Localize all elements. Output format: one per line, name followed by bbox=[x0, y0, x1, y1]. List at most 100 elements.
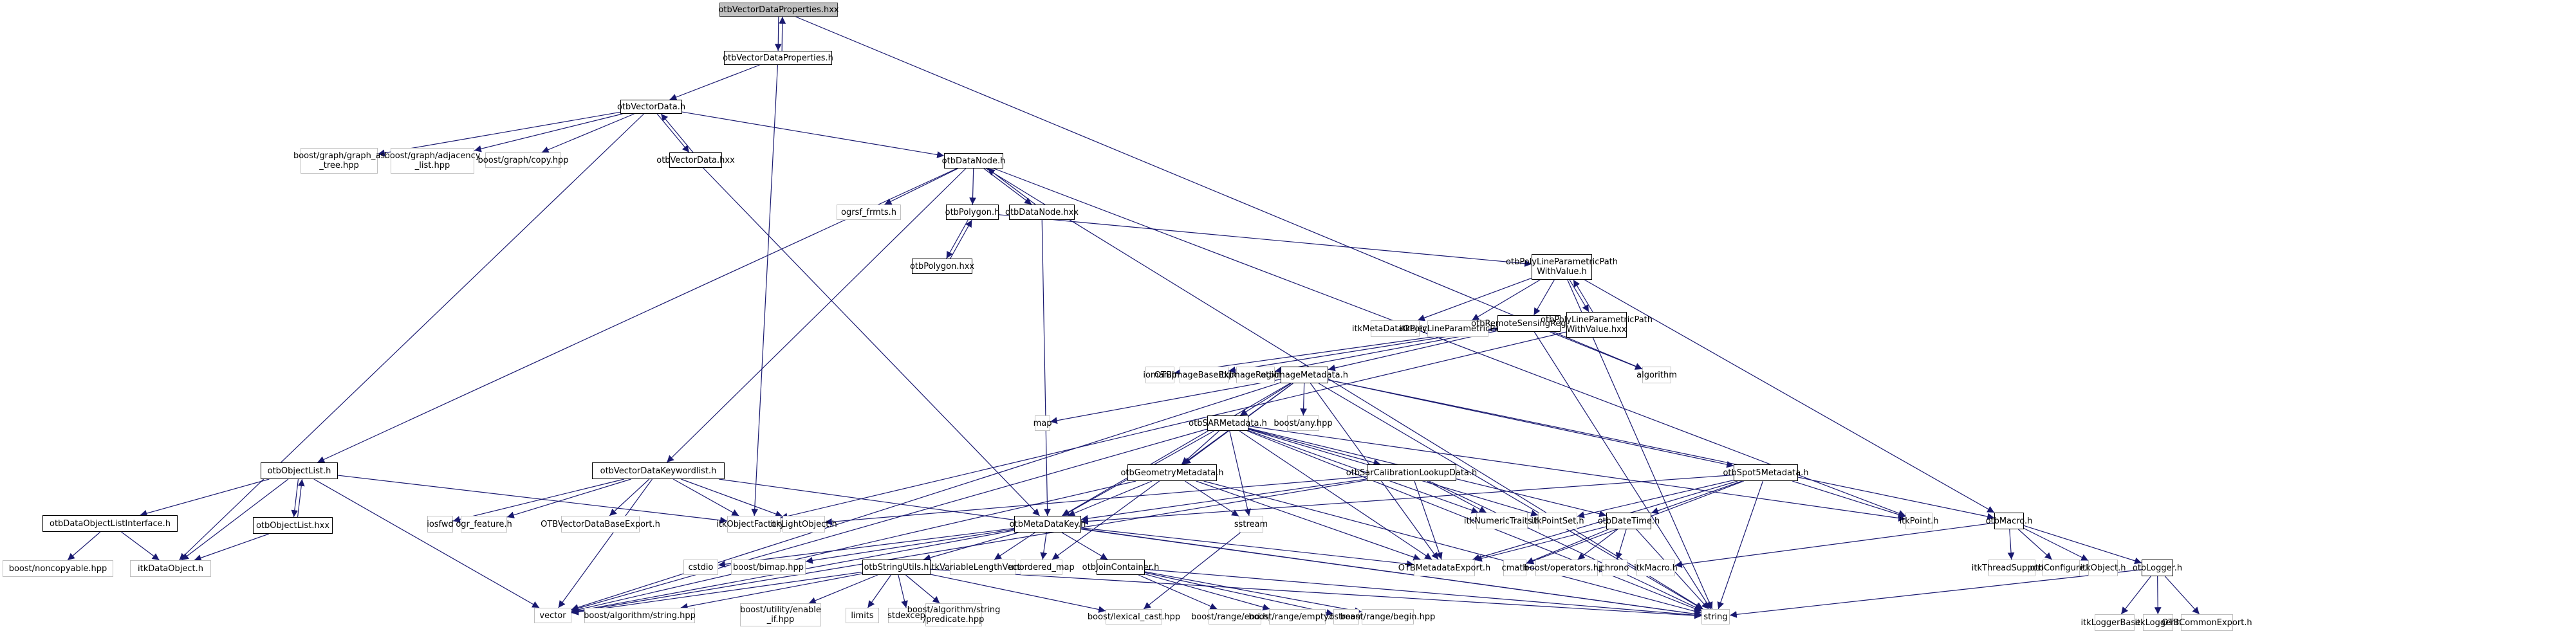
edge-otbvectordata-hxx-to-otbmetadatakey-h bbox=[703, 167, 1040, 516]
node-otbdatanode-hxx[interactable]: otbDataNode.hxx bbox=[1005, 205, 1079, 220]
node-otbsarcalibrationlookupdata-h[interactable]: otbSarCalibrationLookupData.h bbox=[1346, 464, 1477, 481]
node-itklightobject-h: itkLightObject.h bbox=[770, 516, 837, 533]
node-otbdatetime-h[interactable]: otbDateTime.h bbox=[1598, 513, 1660, 529]
edge-otbmetadatakey-h-to-otbjoincontainer-h bbox=[1061, 532, 1108, 560]
node-otbmacro-h[interactable]: otbMacro.h bbox=[1986, 513, 2032, 529]
edge-otbjoincontainer-h-to-boost-range-begin-hpp bbox=[1144, 571, 1362, 614]
edge-otbsarmetadata-h-to-string bbox=[1246, 430, 1702, 612]
node-otbmetadatakey-h[interactable]: otbMetaDataKey.h bbox=[1010, 516, 1086, 533]
edge-otblogger-h-to-itkloggerbase-h bbox=[2120, 576, 2151, 615]
edge-otbstringutils-h-to-boost-lexical-cast-hpp bbox=[930, 574, 1106, 613]
node-otbpolygon-h[interactable]: otbPolygon.h bbox=[945, 205, 999, 220]
edge-otbsarcalibrationlookupdata-h-to-otbmetadatakey-h bbox=[1080, 479, 1367, 522]
node-boost-noncopyable-hpp: boost/noncopyable.hpp bbox=[3, 560, 113, 577]
node-otbspot5metadata-h[interactable]: otbSpot5Metadata.h bbox=[1723, 464, 1809, 481]
edge-otbspot5metadata-h-to-itkpointset-h bbox=[1577, 480, 1734, 518]
node-otbvectordata-hxx[interactable]: otbVectorData.hxx bbox=[656, 152, 735, 168]
node-otbvectordataproperties-h[interactable]: otbVectorDataProperties.h bbox=[723, 51, 833, 65]
edge-otbvectordataproperties-h-to-itkobjectfactory-h bbox=[751, 64, 779, 516]
edge-otbstringutils-h-to-vector bbox=[571, 571, 863, 615]
edge-otbmacro-h-to-otblogger-h bbox=[2023, 525, 2142, 565]
edge-otbpolygon-h-to-otbpolylineparametricpath-withvalue-h bbox=[998, 214, 1532, 268]
edge-otbgeometrymetadata-h-to-sstream bbox=[1185, 480, 1239, 517]
edge-otbpolylineparametricpath-withvalue-hxx-to-otbpolylineparametricpath-withvalue-h bbox=[1573, 279, 1593, 313]
edge-otbdataobjectlistinterface-h-to-boost-noncopyable-hpp bbox=[67, 531, 101, 561]
node-otbmetadataexport-h: OTBMetadataExport.h bbox=[1398, 560, 1490, 576]
node-otbpolygon-hxx[interactable]: otbPolygon.hxx bbox=[910, 259, 974, 274]
edge-otbimagemetadata-h-to-otbsarmetadata-h bbox=[1239, 383, 1292, 416]
node-boost-range-end-hpp: boost/range/end.hpp bbox=[1191, 609, 1279, 624]
node-otbobjectlist-hxx[interactable]: otbObjectList.hxx bbox=[253, 517, 333, 534]
node-boost-graph-adjacency-list-hpp: boost/graph/adjacency _list.hpp bbox=[385, 148, 480, 174]
edge-otbsarmetadata-h-to-sstream bbox=[1229, 430, 1251, 516]
edge-otbvectordata-h-to-boost-graph-copy-hpp bbox=[541, 113, 635, 153]
node-otbstringutils-h[interactable]: otbStringUtils.h bbox=[862, 560, 931, 575]
node-limits: limits bbox=[846, 608, 879, 623]
edge-otbmacro-h-to-itkobject-h bbox=[2023, 527, 2089, 561]
edge-otbvectordata-h-to-boost-graph-adjacency-list-hpp bbox=[474, 113, 623, 152]
edge-otbimagemetadata-h-to-vector bbox=[571, 382, 1281, 611]
edge-otbobjectlist-hxx-to-itkdataobject-h bbox=[194, 533, 270, 561]
edge-otbobjectlist-h-to-itkdataobject-h bbox=[181, 479, 289, 561]
node-itklogger-h: itkLogger.h bbox=[2135, 614, 2182, 631]
edge-otbspot5metadata-h-to-otbdatetime-h bbox=[1651, 480, 1743, 515]
node-otbpolylineparametricpath-withvalue-hxx[interactable]: otbPolyLineParametricPath WithValue.hxx bbox=[1541, 312, 1653, 338]
node-otbjoincontainer-h[interactable]: otbJoinContainer.h bbox=[1082, 560, 1159, 575]
node-otbgeometrymetadata-h[interactable]: otbGeometryMetadata.h bbox=[1120, 464, 1224, 481]
node-boost-utility-enable-if-hpp: boost/utility/enable _if.hpp bbox=[740, 603, 821, 626]
edge-otbjoincontainer-h-to-string bbox=[1144, 569, 1702, 619]
node-otbobjectlist-h[interactable]: otbObjectList.h bbox=[261, 462, 338, 479]
node-boost-operators-hpp: boost/operators.hpp bbox=[1524, 560, 1609, 576]
edge-otbstringutils-h-to-stdexcept bbox=[898, 574, 908, 608]
node-otbdatanode-h[interactable]: otbDataNode.h bbox=[942, 153, 1005, 169]
edge-otbdataobjectlistinterface-h-to-itkdataobject-h bbox=[121, 531, 160, 561]
edge-otbjoincontainer-h-to-boost-range-empty-hpp bbox=[1144, 573, 1270, 611]
node-otbsarmetadata-h[interactable]: otbSARMetadata.h bbox=[1189, 415, 1267, 431]
edge-otbgeometrymetadata-h-to-string bbox=[1203, 480, 1702, 615]
edge-otbjoincontainer-h-to-boost-range-end-hpp bbox=[1138, 574, 1218, 610]
node-boost-any-hpp: boost/any.hpp bbox=[1274, 415, 1333, 431]
edge-otbvectordatakeywordlist-h-to-otbvectordatabaseexport-h bbox=[609, 479, 650, 516]
edge-otbobjectlist-h-to-otbdataobjectlistinterface-h bbox=[140, 479, 270, 517]
node-otbvectordatakeywordlist-h[interactable]: otbVectorDataKeywordlist.h bbox=[592, 462, 725, 479]
edge-otbsarmetadata-h-to-itkpoint-h bbox=[1248, 425, 1906, 522]
edge-otbvectordataproperties-h-to-otbvectordataproperties-hxx bbox=[779, 16, 786, 51]
edge-otbdatanode-hxx-to-otbmetadatakey-h bbox=[1041, 219, 1051, 516]
node-itkpointset-h: itkPointSet.h bbox=[1531, 513, 1584, 529]
edge-otbsarmetadata-h-to-itknumerictraits-h bbox=[1248, 430, 1479, 514]
edge-otbmetadatakey-h-to-otbstringutils-h bbox=[923, 532, 1019, 561]
edge-otbvectordatakeywordlist-h-to-vector bbox=[558, 479, 653, 608]
node-itkmetadataobject-h: itkMetaDataObject.h bbox=[1352, 320, 1438, 337]
node-otbdataobjectlistinterface-h[interactable]: otbDataObjectListInterface.h bbox=[42, 515, 178, 532]
edge-otbvectordataproperties-h-to-otbvectordata-h bbox=[669, 64, 760, 101]
node-otbimagemetadata-h[interactable]: otbImageMetadata.h bbox=[1261, 367, 1348, 383]
edge-otbremotesensingregion-h-to-string bbox=[1534, 331, 1711, 610]
node-otbremotesensingregion-h[interactable]: otbRemoteSensingRegion.h bbox=[1471, 315, 1587, 332]
edge-otbsarcalibrationlookupdata-h-to-itklightobject-h bbox=[824, 476, 1367, 525]
node-otbvectordata-h[interactable]: otbVectorData.h bbox=[617, 100, 685, 114]
edge-otbmacro-h-to-otbconfigure-h bbox=[2018, 529, 2052, 560]
node-ostream: ostream bbox=[1329, 609, 1364, 624]
edge-otbobjectlist-h-to-vector bbox=[313, 479, 540, 608]
edge-otbmetadatakey-h-to-unordered-map bbox=[1040, 532, 1048, 560]
node-otbvectordataproperties-hxx[interactable]: otbVectorDataProperties.hxx bbox=[718, 3, 839, 17]
edge-otbspot5metadata-h-to-otbmetadatakey-h bbox=[1080, 474, 1734, 525]
node-itknumerictraits-h: itkNumericTraits.h bbox=[1464, 513, 1540, 529]
node-otbpolylineparametricpath-withvalue-h[interactable]: otbPolyLineParametricPath WithValue.h bbox=[1506, 254, 1618, 280]
edge-otbimagemetadata-h-to-boost-any-hpp bbox=[1300, 383, 1308, 416]
node-itkdataobject-h: itkDataObject.h bbox=[130, 560, 211, 577]
node-iomanip: iomanip bbox=[1143, 367, 1177, 383]
node-otblogger-h[interactable]: otbLogger.h bbox=[2133, 560, 2182, 576]
node-otbconfigure-h: otbConfigure.h bbox=[2030, 560, 2092, 576]
node-boost-range-empty-hpp: boost/range/empty.hpp bbox=[1248, 609, 1346, 624]
edge-otbdatetime-h-to-otbmetadataexport-h bbox=[1474, 526, 1607, 562]
node-itkpoint-h: itkPoint.h bbox=[1900, 513, 1938, 529]
edge-otbvectordatakeywordlist-h-to-itkobjectfactory-h bbox=[672, 479, 739, 516]
edge-otbsarcalibrationlookupdata-h-to-itknumerictraits-h bbox=[1427, 480, 1487, 513]
edge-otbmetadatakey-h-to-boost-bimap-hpp bbox=[805, 529, 1015, 564]
edge-otbvectordata-hxx-to-otbvectordata-h bbox=[660, 113, 694, 153]
node-unordered-map: unordered_map bbox=[1008, 560, 1075, 575]
edge-otbpolygon-h-to-otbpolygon-hxx bbox=[946, 219, 968, 259]
edge-otbmetadatakey-h-to-itkvariablelengthvector-h bbox=[994, 532, 1035, 560]
